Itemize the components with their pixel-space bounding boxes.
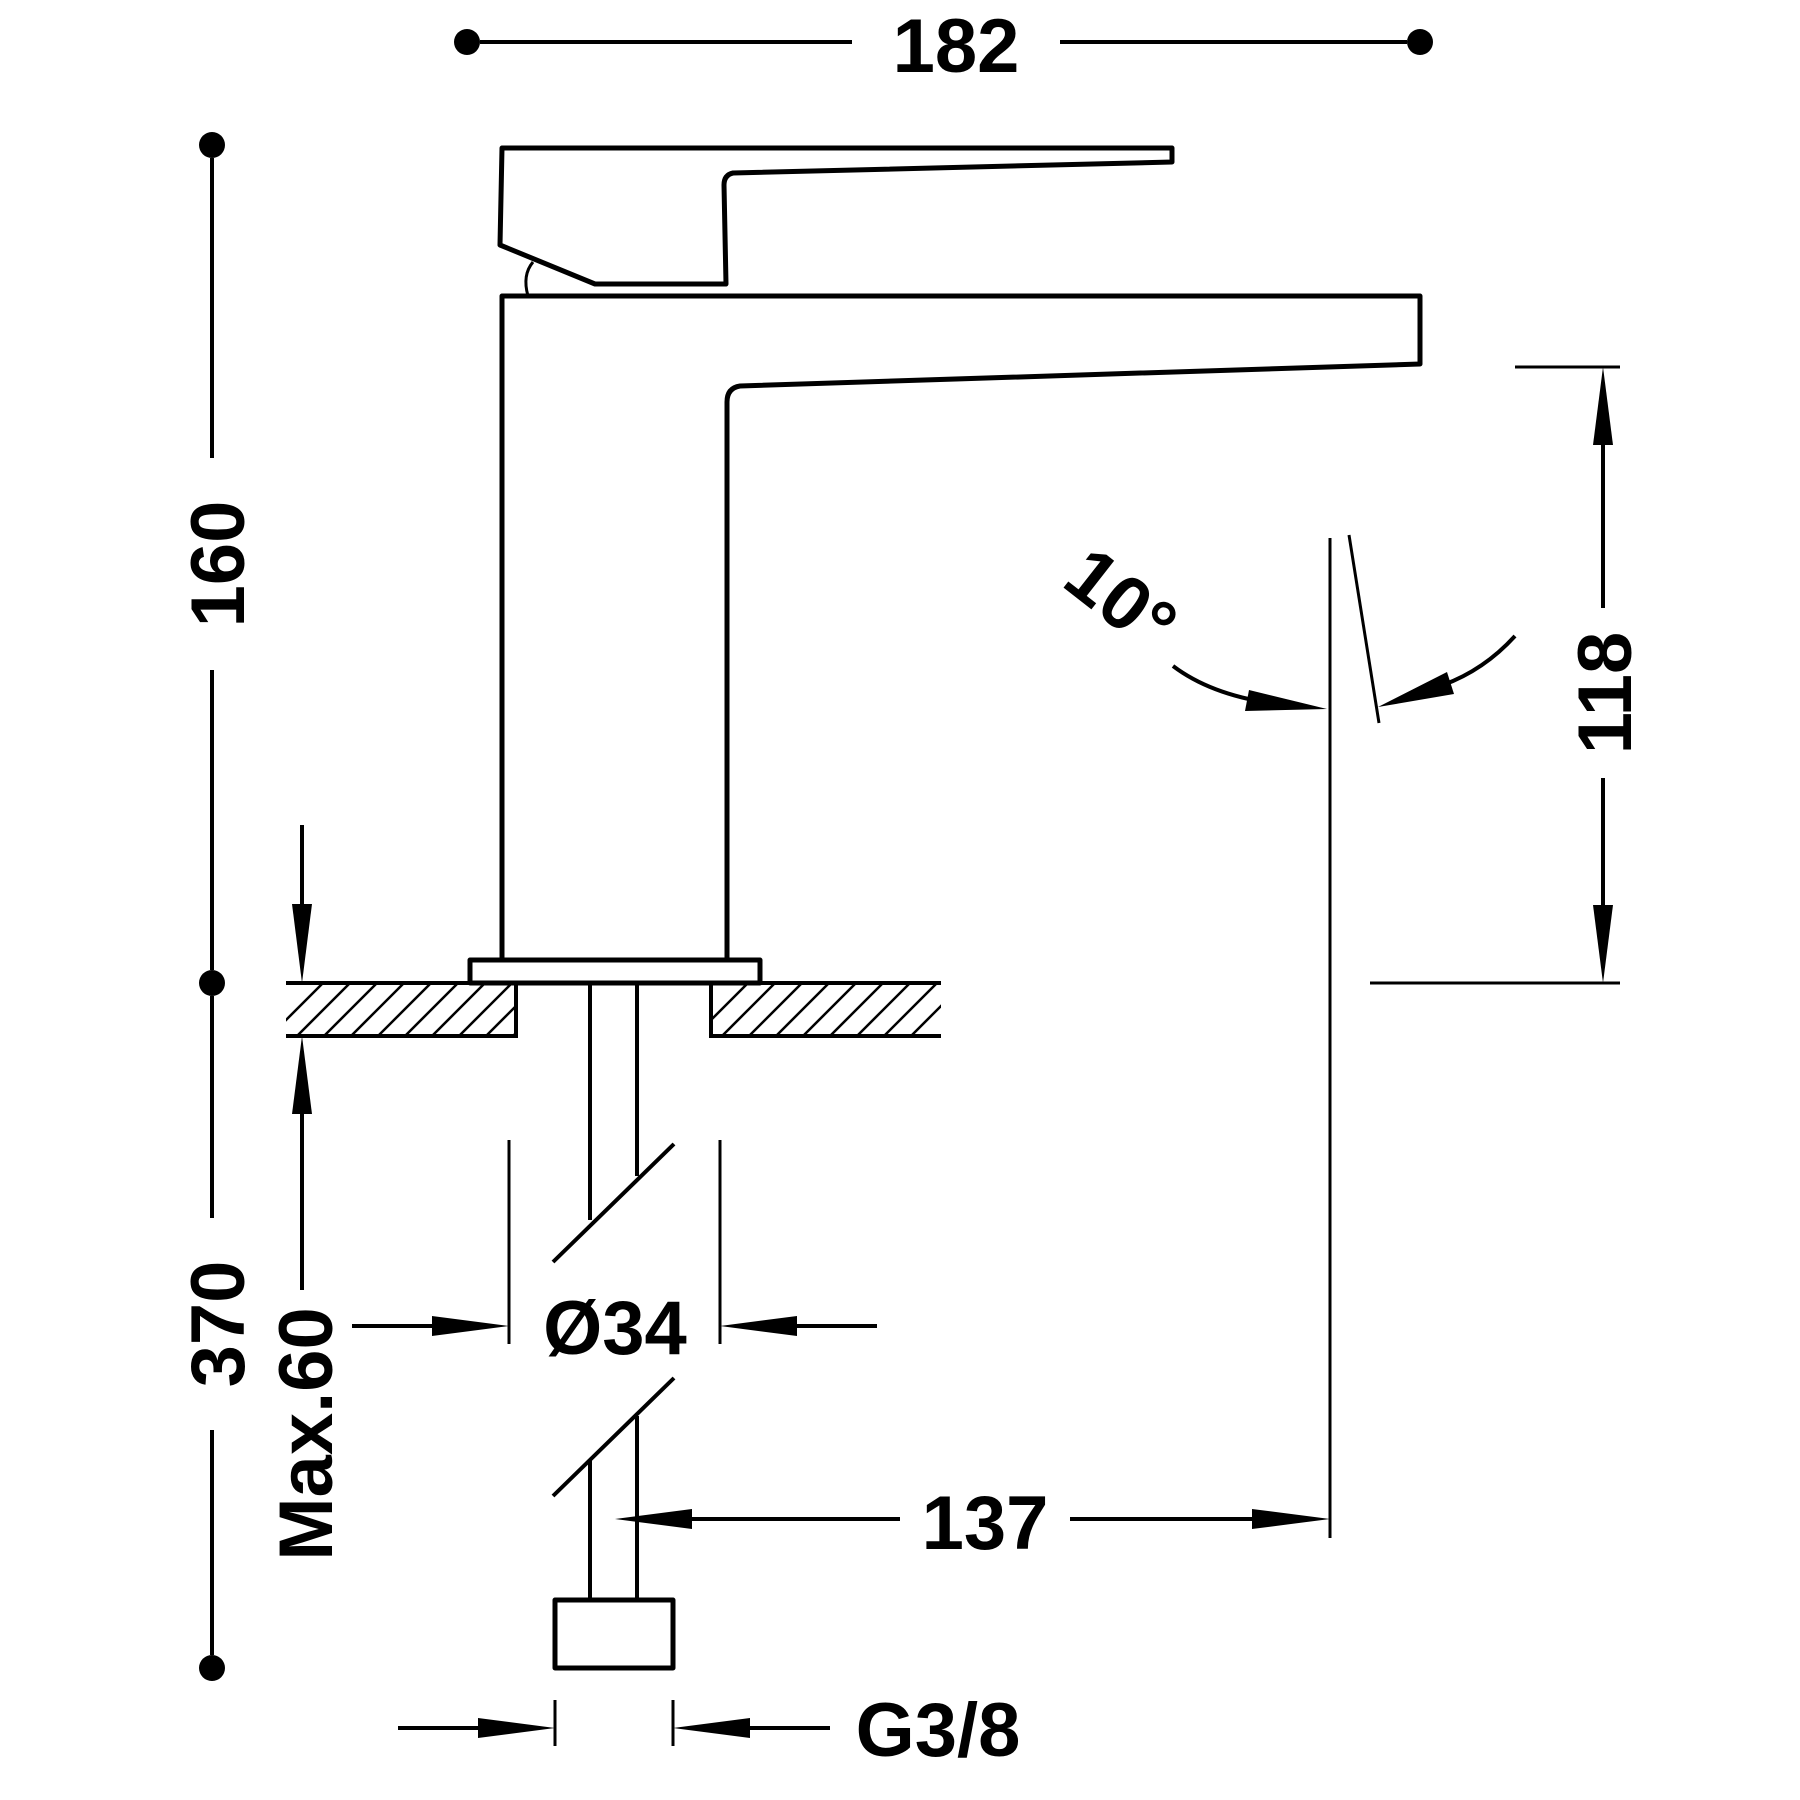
dimension-spout-height: 118	[1370, 365, 1648, 985]
overall-width-label: 182	[893, 4, 1020, 89]
dimension-hole-diameter: Ø34	[352, 1140, 877, 1371]
overall-height-label: 160	[176, 501, 261, 628]
dimension-max-deck-thickness: Max.60	[264, 825, 349, 1561]
supply-connector-nut	[552, 1597, 676, 1671]
dimension-endpoint	[199, 1655, 225, 1681]
countertop-section	[286, 981, 941, 1038]
spout-angle-label: 10°	[1049, 531, 1192, 669]
dimension-spout-angle: 10°	[1049, 531, 1517, 724]
faucet-lever-handle	[497, 145, 1175, 297]
dimension-overall-width: 182	[454, 4, 1433, 89]
dimension-endpoint	[454, 29, 480, 55]
dimension-connection-thread: G3/8	[398, 1688, 1020, 1773]
dimension-endpoint	[199, 132, 225, 158]
dimension-endpoint	[199, 970, 225, 996]
max-deck-thickness-label: Max.60	[264, 1307, 349, 1561]
supply-tube	[551, 983, 676, 1671]
dimension-endpoint	[1407, 29, 1433, 55]
dimension-left-vertical: 160 370	[176, 132, 261, 1681]
total-length-label: 370	[176, 1261, 261, 1388]
faucet-body	[499, 293, 1423, 963]
connection-thread-label: G3/8	[856, 1688, 1021, 1773]
spout-height-label: 118	[1563, 632, 1648, 755]
faucet-base-plate	[467, 957, 763, 986]
dimension-spout-reach: 137	[615, 538, 1332, 1566]
hole-diameter-label: Ø34	[543, 1286, 687, 1371]
spout-reach-label: 137	[922, 1481, 1049, 1566]
